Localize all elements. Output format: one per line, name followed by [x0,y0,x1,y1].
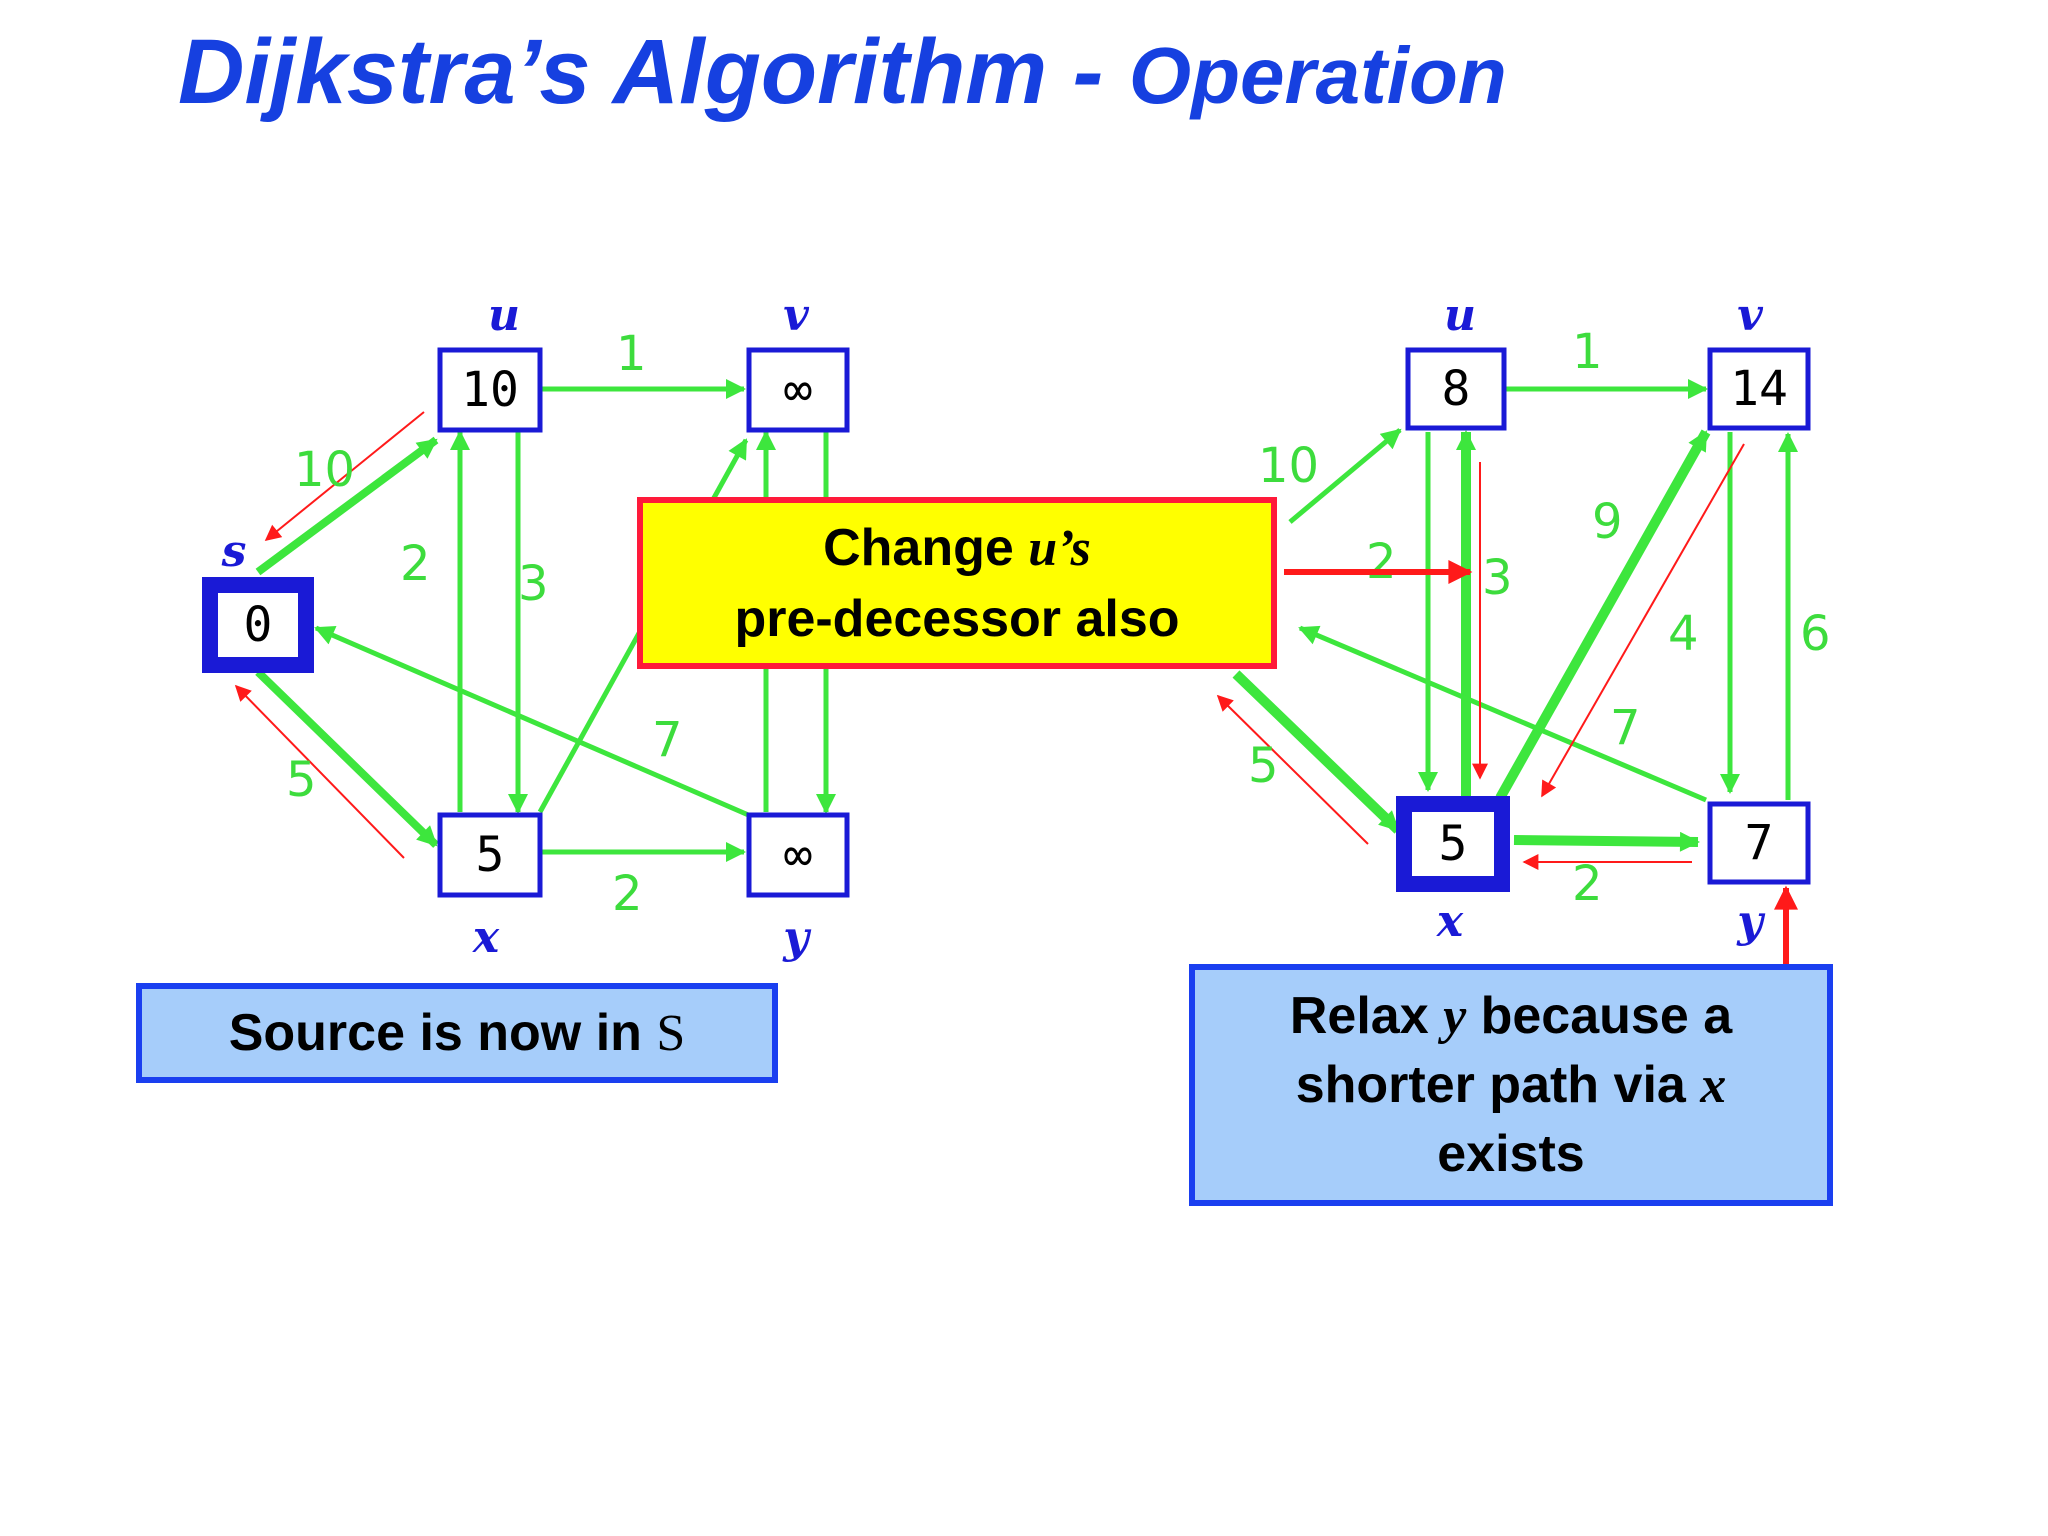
left-node-x-value: 5 [476,827,505,883]
left-edge-y-s [314,625,761,823]
right-node-v-label: v [1737,290,1763,341]
left-node-v-label: v [783,290,809,341]
right-pred-v-x [1541,443,1745,798]
callout-relax-line3: exists [1437,1125,1585,1183]
right-weight-u-v: 1 [1572,324,1603,380]
title-sub: Operation [1128,31,1507,120]
left-node-s-label: s [221,526,247,577]
callout-change-symbol: u’s [1028,519,1091,577]
left-node-x-label: x [472,912,500,963]
left-weight-y-s: 7 [652,712,683,768]
callout-change-predecessor: Change u’s pre-decessor also [637,497,1277,669]
callout-relax-line2-pre: shorter path via [1295,1056,1701,1114]
callout-source-in-s: Source is now in S [136,983,778,1083]
right-weight-v-y: 4 [1668,606,1699,662]
right-pred-x-s [1216,694,1369,845]
callout-relax-line1-pre: Relax [1289,987,1444,1045]
right-weight-x-y: 2 [1572,856,1603,912]
callout-change-line2: pre-decessor also [734,589,1180,648]
left-weight-u-x: 3 [518,556,549,612]
callout-relax-x-symbol: x [1700,1057,1727,1114]
left-pred-x-s [234,684,405,859]
left-node-v-value: ∞ [784,362,813,418]
right-weight-s-u: 10 [1258,438,1319,494]
right-weight-x-v: 9 [1592,494,1623,550]
right-node-y: 7 y [1707,801,1811,947]
left-edge-s-u [255,436,439,576]
right-edge-s-x [1232,670,1402,834]
slide-title: Dijkstra’s Algorithm - Operation [178,26,1507,118]
left-node-s-value: 0 [244,597,273,653]
left-node-s: 0 s [202,526,314,673]
right-node-u: 8 u [1405,290,1507,431]
left-weight-u-v: 1 [616,326,647,382]
right-node-x-label: x [1436,896,1464,947]
left-node-y-label: y [782,912,812,963]
left-node-y-value: ∞ [784,827,813,883]
callout-relax-line1-post: because a [1466,987,1733,1045]
callout-change-line1: Change [823,518,1029,577]
right-node-u-label: u [1444,290,1476,341]
right-graph-edges [1216,379,1798,870]
right-edge-x-v [1495,429,1711,801]
left-weight-x-u: 2 [400,536,431,592]
callout-relax-y: Relax y because a shorter path via x exi… [1189,964,1833,1206]
left-edge-s-x [255,669,439,848]
left-node-y: ∞ y [746,812,850,963]
left-node-v: ∞ v [746,290,850,433]
left-pred-u-s [264,411,425,542]
right-node-u-value: 8 [1442,361,1471,417]
callout-relax-y-symbol: y [1443,988,1467,1045]
right-edge-y-s [1298,625,1707,803]
left-node-u-value: 10 [461,362,519,418]
right-weight-u-x: 3 [1482,550,1513,606]
right-weight-s-x: 5 [1248,738,1279,794]
right-node-v: 14 v [1707,290,1811,431]
left-node-x: 5 x [437,812,543,963]
right-weight-y-v: 6 [1800,606,1831,662]
left-weight-x-y: 2 [612,866,643,922]
right-weight-y-s: 7 [1610,700,1641,756]
left-node-u: 10 u [437,290,543,433]
right-node-x: 5 x [1396,796,1510,947]
right-edge-x-y [1513,831,1700,852]
title-main: Dijkstra’s Algorithm - [178,21,1129,123]
right-node-y-label: y [1736,896,1766,947]
right-node-y-value: 7 [1745,815,1774,871]
right-node-x-value: 5 [1439,816,1468,872]
callout-source-symbol: S [656,1005,686,1062]
right-edge-s-u [1288,428,1402,524]
right-node-v-value: 14 [1730,361,1788,417]
left-weight-s-u: 10 [294,442,355,498]
left-weight-s-x: 5 [286,752,317,808]
left-node-u-label: u [488,290,520,341]
right-weight-x-u: 2 [1366,534,1397,590]
callout-source-text: Source is now in [228,1004,657,1062]
